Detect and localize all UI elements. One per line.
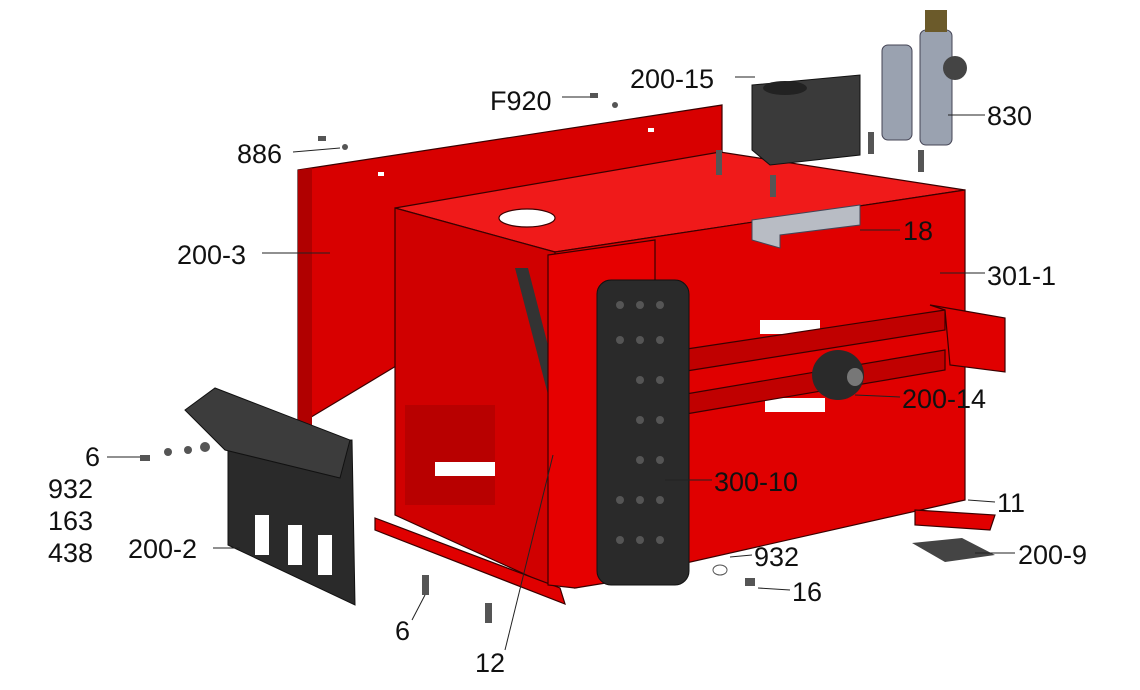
hardware (140, 93, 924, 623)
label-300-10: 300-10 (714, 467, 798, 497)
label-932-front: 932 (754, 542, 799, 572)
label-6-bottom: 6 (395, 616, 410, 646)
label-200-15: 200-15 (630, 64, 714, 94)
tray-200-15 (751, 74, 861, 166)
label-11: 11 (997, 488, 1025, 518)
label-301-1: 301-1 (987, 261, 1056, 291)
label-438: 438 (48, 538, 93, 568)
label-163: 163 (48, 506, 93, 536)
label-200-3: 200-3 (177, 240, 246, 270)
bumper-200-14 (812, 350, 864, 400)
label-200-14: 200-14 (902, 384, 986, 414)
label-932-washer: 932 (48, 474, 93, 504)
label-200-9: 200-9 (1018, 540, 1087, 570)
label-16: 16 (792, 577, 822, 607)
leader-lines (107, 76, 1015, 651)
label-6-bolt: 6 (85, 442, 100, 472)
bracket-18 (751, 204, 861, 249)
filter-regulator-830 (881, 10, 967, 146)
label-830: 830 (987, 101, 1032, 131)
label-12: 12 (475, 648, 505, 678)
label-886: 886 (237, 139, 282, 169)
label-200-2: 200-2 (128, 534, 197, 564)
label-18: 18 (903, 216, 933, 246)
guard-plate-200-2 (184, 387, 356, 606)
label-f920: F920 (490, 86, 552, 116)
step-pad-300-10 (596, 279, 690, 586)
pad-200-9 (912, 538, 995, 562)
